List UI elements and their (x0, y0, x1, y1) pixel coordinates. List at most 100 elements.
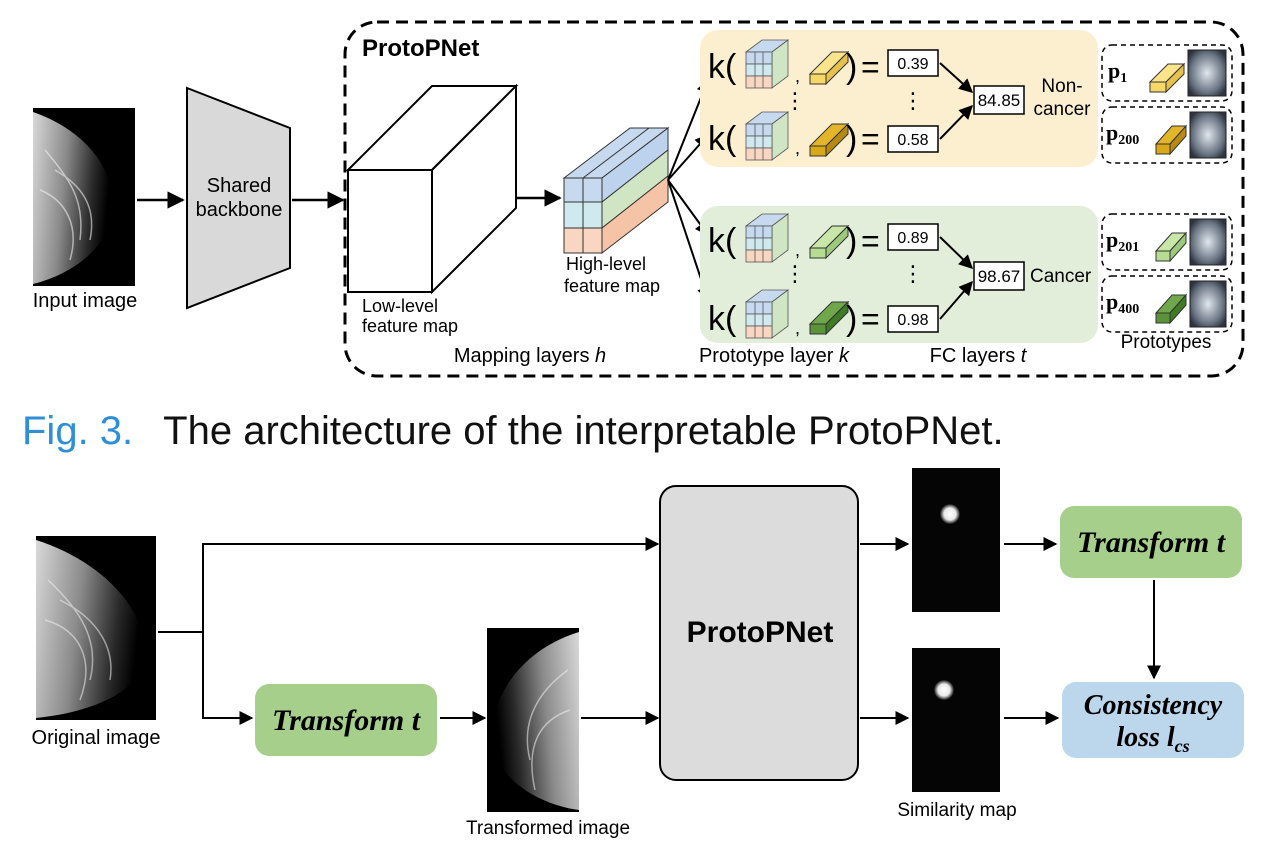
vdots-noncancer-right: ⋮ (902, 88, 924, 113)
arrow-fc-cancer-bottom (939, 280, 973, 320)
comma: , (795, 138, 800, 158)
transformed-mammogram (487, 628, 579, 812)
prototype-patch-image (1187, 49, 1227, 97)
score-value: 0.98 (897, 312, 928, 329)
arrow-fc-noncancer-bottom (939, 104, 973, 140)
cancer-total-box (973, 261, 1025, 291)
fig3-group: Input image Shared backbone ProtoPNet Lo… (33, 20, 1245, 378)
input-mammogram (33, 108, 135, 286)
protopnet-dashed-box (343, 20, 1245, 378)
consistency-label-2: loss lcs (1116, 722, 1189, 756)
prototypes-label: Prototypes (1121, 332, 1212, 353)
row-noncancer-top: k( , ) = 0.39 (708, 39, 939, 89)
prototype-label: p400 (1106, 289, 1139, 317)
input-image-label: Input image (33, 290, 138, 312)
noncancer-total: 84.85 (978, 91, 1021, 110)
rparen: ) (846, 120, 857, 158)
low-level-feature-map (345, 83, 519, 295)
backbone-label-2: backbone (196, 199, 283, 221)
arrow-fc-cancer-top (939, 236, 974, 269)
cancer-total: 98.67 (978, 267, 1021, 286)
backbone-label-1: Shared (207, 175, 272, 197)
score-value: 0.58 (897, 132, 928, 149)
shared-backbone-block (186, 86, 291, 310)
rparen: ) (846, 48, 857, 86)
score-box (887, 49, 939, 77)
similarity-map-top (912, 468, 1000, 612)
vdots-noncancer-left: ⋮ (784, 88, 806, 113)
noncancer-label-2: cancer (1033, 99, 1091, 120)
equals: = (861, 49, 880, 85)
k-func: k( (708, 222, 737, 260)
k-func: k( (708, 120, 737, 158)
prototype-label: p1 (1108, 58, 1127, 86)
score-value: 0.89 (897, 230, 928, 247)
prototype-label: p201 (1106, 227, 1139, 255)
mini-feature-cube (744, 213, 790, 263)
protopnet-label: ProtoPNet (687, 616, 834, 649)
prototype-card-p201: p201 (1101, 213, 1233, 271)
row-noncancer-bottom: k( , ) = 0.58 (708, 111, 939, 161)
prototype-card-p200: p200 (1101, 106, 1233, 164)
k-func: k( (708, 300, 737, 338)
arrow-original-to-protopnet (202, 537, 660, 632)
high-level-label-1: High-level (566, 254, 646, 274)
arrow-original-to-transform (202, 632, 254, 725)
prototype-patch-image (1189, 280, 1227, 328)
equals: = (861, 223, 880, 259)
similarity-map-label: Similarity map (897, 800, 1016, 821)
vdots-cancer-right: ⋮ (902, 261, 924, 286)
rparen: ) (846, 222, 857, 260)
consistency-loss-box (1062, 682, 1244, 758)
transform-output-box (1060, 506, 1242, 578)
noncancer-panel (700, 30, 1098, 167)
score-value: 0.39 (897, 56, 928, 73)
prototype-patch-image (1189, 111, 1227, 159)
rparen: ) (846, 300, 857, 338)
cancer-label: Cancer (1030, 266, 1092, 287)
noncancer-total-box (973, 85, 1025, 115)
prototype-bar-green-dark (808, 300, 850, 336)
original-mammogram (36, 536, 156, 720)
score-box (887, 125, 939, 153)
mini-feature-cube (744, 111, 790, 161)
score-box (887, 305, 939, 333)
k-func: k( (708, 48, 737, 86)
original-image-label: Original image (32, 727, 161, 749)
prototype-patch-image (1189, 218, 1227, 266)
equals: = (861, 301, 880, 337)
similarity-hotspot-top (940, 504, 960, 524)
fig4-group: Original image Transform t Transformed i… (32, 468, 1244, 839)
prototype-layer-label: Prototype layer k (699, 345, 850, 367)
mapping-layers-label: Mapping layers h (454, 345, 606, 367)
fc-layers-label: FC layers t (930, 345, 1028, 367)
mini-feature-cube (744, 289, 790, 339)
consistency-label-1: Consistency (1084, 690, 1223, 721)
caption-number: Fig. 3. (22, 409, 133, 453)
caption-text: The architecture of the interpretable Pr… (163, 409, 1003, 453)
prototype-card-p400: p400 (1101, 275, 1233, 333)
figure-caption: Fig. 3. The architecture of the interpret… (22, 409, 1004, 453)
prototype-bar-yellow-dark (808, 122, 850, 158)
cancer-panel (700, 206, 1098, 343)
row-cancer-top: k( , ) = 0.89 (708, 213, 939, 263)
prototype-bar-yellow-light (808, 50, 850, 86)
protopnet-box (659, 485, 859, 781)
protopnet-title: ProtoPNet (362, 35, 479, 62)
noncancer-label-1: Non- (1041, 76, 1082, 97)
vdots-cancer-left: ⋮ (784, 261, 806, 286)
comma: , (795, 240, 800, 260)
similarity-map-bottom (912, 648, 1000, 792)
low-level-label-2: feature map (362, 316, 458, 336)
arrow-fc-noncancer-top (939, 62, 974, 93)
high-level-label-2: feature map (564, 276, 660, 296)
comma: , (795, 66, 800, 86)
transform-box (255, 684, 437, 756)
transformed-image-label: Transformed image (466, 818, 630, 839)
similarity-hotspot-bottom (934, 680, 954, 700)
mini-feature-cube (744, 39, 790, 89)
comma: , (795, 318, 800, 338)
low-level-label-1: Low-level (362, 296, 438, 316)
score-box (887, 223, 939, 251)
